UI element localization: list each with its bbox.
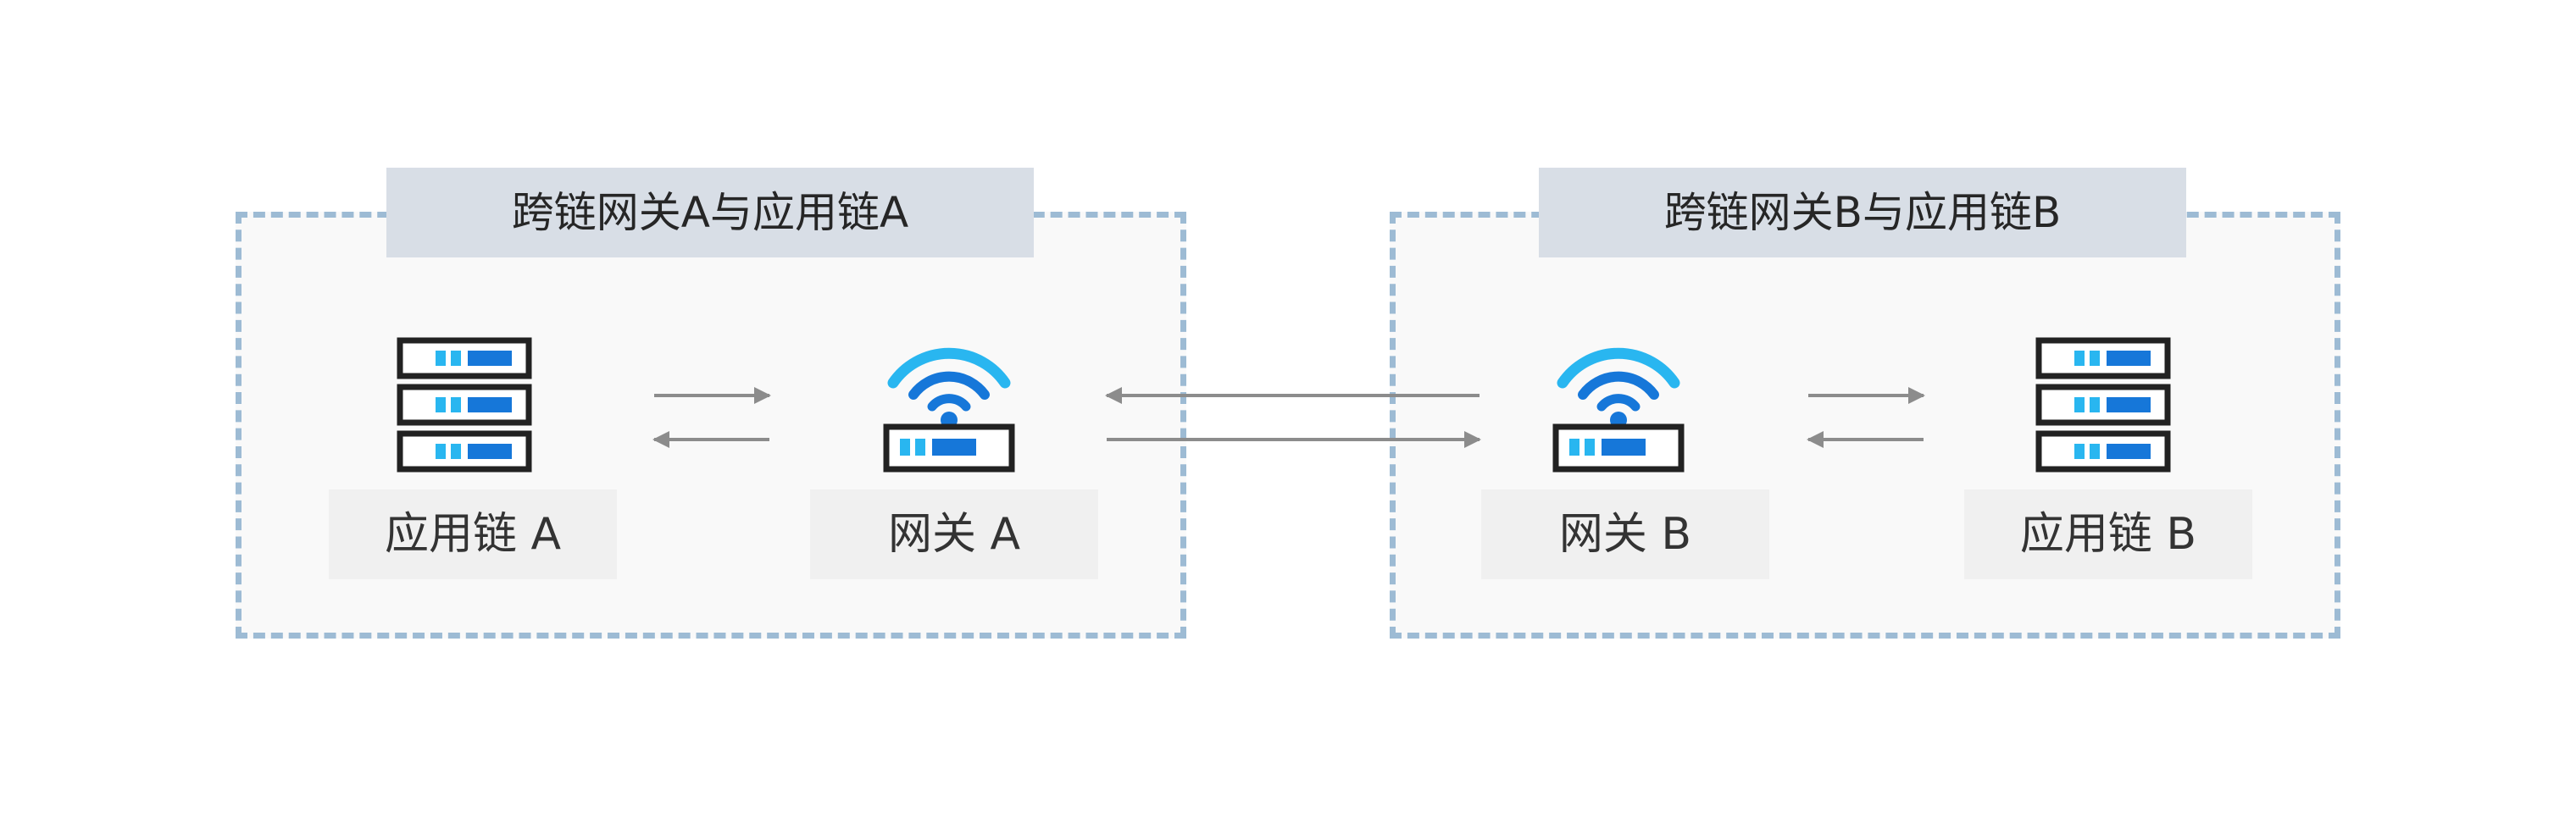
server-stack-icon (2035, 337, 2171, 473)
server-unit (2035, 384, 2171, 426)
server-stack-icon (397, 337, 532, 473)
server-unit (397, 337, 532, 379)
wifi-router-icon (883, 347, 1015, 473)
wifi-router-icon (1552, 347, 1685, 473)
group-title-b: 跨链网关B与应用链B (1539, 168, 2186, 257)
server-unit (2035, 337, 2171, 379)
group-title-a: 跨链网关A与应用链A (386, 168, 1034, 257)
node-label-gateway-b: 网关 B (1481, 489, 1769, 579)
server-unit (397, 430, 532, 473)
node-label-gateway-a: 网关 A (810, 489, 1098, 579)
node-label-chain-a: 应用链 A (329, 489, 617, 579)
server-unit (397, 384, 532, 426)
server-unit (2035, 430, 2171, 473)
node-label-chain-b: 应用链 B (1964, 489, 2252, 579)
